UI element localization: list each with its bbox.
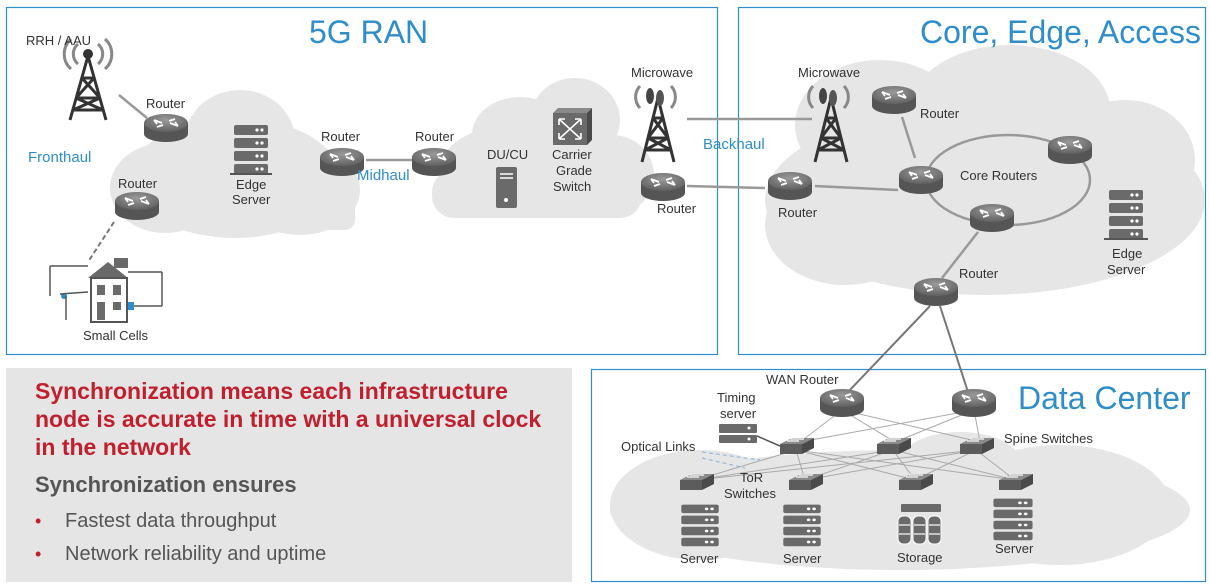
du-cu-icon bbox=[496, 167, 517, 208]
bullet-dot-icon: • bbox=[35, 511, 42, 531]
server-2-label: Server bbox=[783, 551, 822, 566]
timing-server-icon bbox=[719, 424, 757, 443]
core-panel bbox=[737, 6, 1207, 356]
optical-links-label: Optical Links bbox=[621, 439, 696, 454]
wan-router-label: WAN Router bbox=[766, 372, 839, 387]
sync-bullet-item: • Fastest data throughput bbox=[35, 508, 326, 541]
core-top-router-label: Router bbox=[920, 106, 960, 121]
timing-server-label-2: server bbox=[720, 406, 757, 421]
core-edge-router-icon bbox=[767, 171, 813, 201]
ran-router-2-icon bbox=[114, 191, 160, 221]
small-cells-label: Small Cells bbox=[83, 328, 149, 343]
ran-router-3-label: Router bbox=[321, 129, 361, 144]
ran-right-cloud bbox=[432, 78, 654, 218]
core-routers-label: Core Routers bbox=[960, 168, 1038, 183]
tor-label-1: ToR bbox=[740, 470, 763, 485]
dc-panel bbox=[590, 368, 1207, 583]
core-router-3-icon bbox=[969, 203, 1015, 233]
ran-edge-server-icon bbox=[230, 125, 272, 175]
sync-bullet-text: Fastest data throughput bbox=[65, 510, 277, 532]
storage-icon bbox=[897, 504, 942, 545]
core-title: Core, Edge, Access bbox=[920, 14, 1201, 50]
ran-links bbox=[118, 94, 812, 190]
ran-router-5-label: Router bbox=[657, 201, 697, 216]
server-1-label: Server bbox=[680, 551, 719, 566]
rrh-tower-icon bbox=[62, 37, 114, 122]
core-edge-server-icon bbox=[1104, 190, 1148, 240]
wan-links bbox=[847, 305, 969, 393]
core-cloud bbox=[765, 45, 1205, 295]
core-access-router-label: Router bbox=[959, 266, 999, 281]
ran-router-5-icon bbox=[640, 172, 686, 202]
ran-panel bbox=[5, 6, 719, 356]
fronthaul-label: Fronthaul bbox=[28, 149, 91, 166]
storage-label: Storage bbox=[897, 550, 943, 565]
carrier-switch-icon bbox=[553, 108, 592, 145]
du-cu-label: DU/CU bbox=[487, 147, 528, 162]
ran-router-1-icon bbox=[143, 113, 189, 143]
backhaul-label: Backhaul bbox=[703, 136, 765, 153]
small-cells-house-icon bbox=[49, 258, 163, 323]
core-top-router-icon bbox=[871, 85, 917, 115]
small-cells-link bbox=[87, 221, 115, 263]
sync-bullet-text: Network reliability and uptime bbox=[65, 543, 327, 565]
ran-title: 5G RAN bbox=[309, 14, 428, 50]
sync-headline: Synchronization means each infrastructur… bbox=[35, 378, 542, 460]
midhaul-label: Midhaul bbox=[357, 167, 410, 184]
ran-router-2-label: Router bbox=[118, 176, 158, 191]
timing-server-label-1: Timing bbox=[717, 390, 756, 405]
ran-router-1-label: Router bbox=[146, 96, 186, 111]
dc-title: Data Center bbox=[1018, 380, 1191, 416]
core-router-1-icon bbox=[898, 165, 944, 195]
sync-bullet-list: • Fastest data throughput • Network reli… bbox=[35, 508, 326, 574]
ran-router-4-label: Router bbox=[415, 129, 455, 144]
core-edge-server-label-2: Server bbox=[1107, 262, 1146, 277]
ran-edge-server-label-2: Server bbox=[232, 192, 271, 207]
server-3-label: Server bbox=[995, 541, 1034, 556]
core-microwave-label: Microwave bbox=[798, 65, 860, 80]
carrier-switch-label-3: Switch bbox=[553, 179, 591, 194]
ran-microwave-label: Microwave bbox=[631, 65, 693, 80]
sync-info-box: Synchronization means each infrastructur… bbox=[6, 368, 572, 582]
rrh-label: RRH / AAU bbox=[26, 33, 91, 48]
tor-label-2: Switches bbox=[724, 486, 777, 501]
carrier-switch-label-1: Carrier bbox=[552, 147, 592, 162]
core-access-router-icon bbox=[913, 277, 959, 307]
wan-router-2-icon bbox=[951, 388, 997, 418]
spine-switches-label: Spine Switches bbox=[1004, 431, 1093, 446]
sync-subhead: Synchronization ensures bbox=[35, 472, 297, 497]
core-edge-server-label-1: Edge bbox=[1112, 246, 1142, 261]
core-router-2-icon bbox=[1047, 135, 1093, 165]
ran-router-4-icon bbox=[411, 147, 457, 177]
dc-mesh-links bbox=[695, 409, 1016, 481]
ran-edge-server-label-1: Edge bbox=[236, 177, 266, 192]
bullet-dot-icon: • bbox=[35, 544, 42, 564]
optical-links bbox=[701, 451, 761, 469]
sync-bullet-item: • Network reliability and uptime bbox=[35, 541, 326, 574]
wan-router-1-icon bbox=[819, 388, 865, 418]
timing-link bbox=[756, 435, 781, 447]
carrier-switch-label-2: Grade bbox=[556, 163, 592, 178]
core-edge-router-label: Router bbox=[778, 205, 818, 220]
